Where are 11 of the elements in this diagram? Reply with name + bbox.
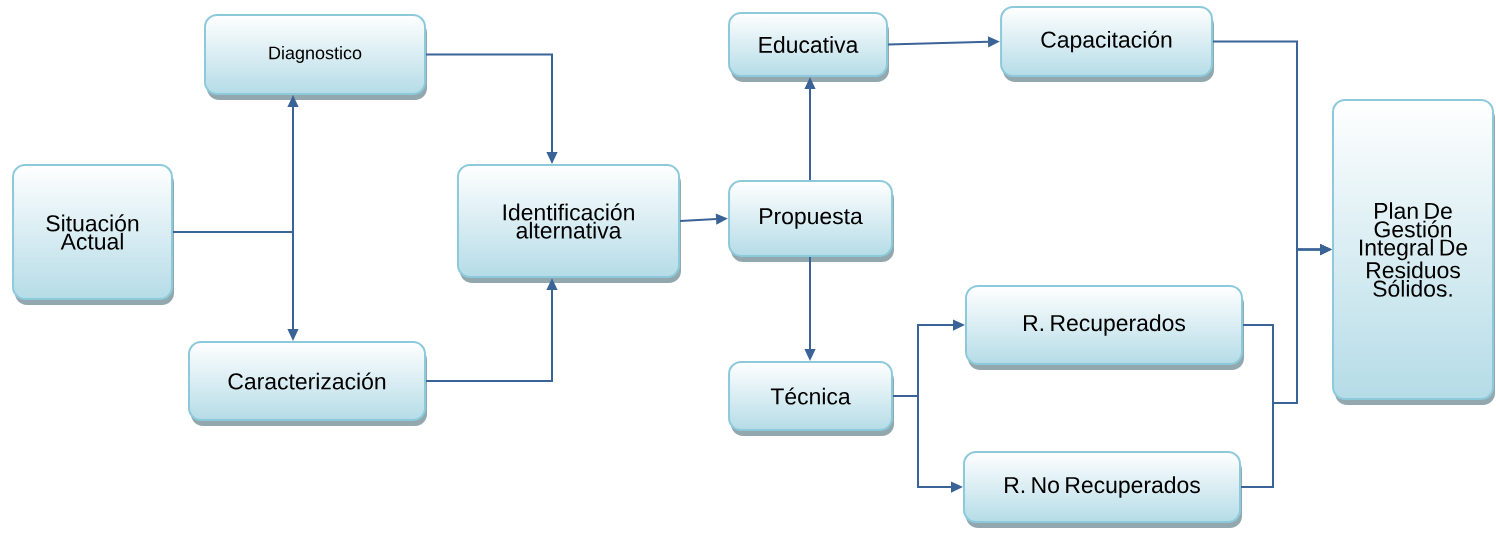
process-box: Identificación alternativa [456,164,681,283]
process-box: Capacitación [1000,5,1214,82]
process-box: Plan De Gestión Integral De Residuos Sólidos. [1332,99,1495,405]
process-box: R. No Recuperados [963,451,1242,528]
process-box: Propuesta [728,180,894,262]
process-box: Diagnostico [204,14,427,100]
process-box: R. Recuperados [965,285,1244,370]
process-box: Situación Actual [12,164,174,305]
process-box: Técnica [728,361,894,436]
process-box: Educativa [728,12,889,82]
process-box: Caracterización [188,341,427,426]
